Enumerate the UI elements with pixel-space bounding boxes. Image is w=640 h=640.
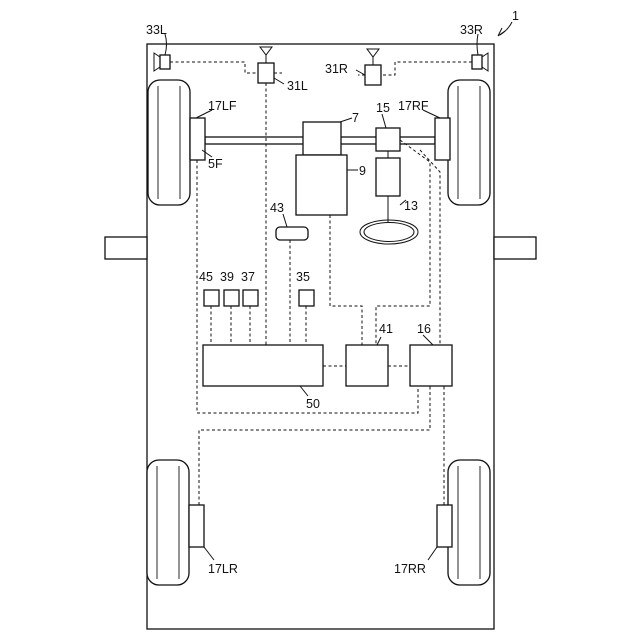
block-50 <box>203 345 323 386</box>
label-17RF: 17RF <box>398 99 429 113</box>
block-39 <box>224 290 239 306</box>
label-17RR: 17RR <box>394 562 426 576</box>
label-5F: 5F <box>208 157 223 171</box>
front-left-wheel <box>148 80 190 205</box>
block-35 <box>299 290 314 306</box>
front-right-wheel <box>448 80 490 205</box>
block-43 <box>276 227 308 240</box>
label-35: 35 <box>296 270 310 284</box>
label-31L: 31L <box>287 79 308 93</box>
label-9: 9 <box>359 164 366 178</box>
label-17LR: 17LR <box>208 562 238 576</box>
label-41: 41 <box>379 322 393 336</box>
label-16: 16 <box>417 322 431 336</box>
label-33L: 33L <box>146 23 167 37</box>
rear-left-wheel <box>147 460 189 585</box>
label-43: 43 <box>270 201 284 215</box>
label-37: 37 <box>241 270 255 284</box>
sensor-17RR <box>437 505 452 547</box>
label-15: 15 <box>376 101 390 115</box>
label-17LF: 17LF <box>208 99 237 113</box>
block-37 <box>243 290 258 306</box>
block-9 <box>296 155 347 215</box>
block-41 <box>346 345 388 386</box>
left-mirror <box>105 237 147 259</box>
block-7 <box>303 122 341 155</box>
label-39: 39 <box>220 270 234 284</box>
sensor-17RF <box>435 118 450 160</box>
label-50: 50 <box>306 397 320 411</box>
label-figure-ref: 1 <box>512 9 519 23</box>
sensor-17LF <box>190 118 205 160</box>
block-16 <box>410 345 452 386</box>
rear-right-wheel <box>448 460 490 585</box>
steering-column <box>376 158 400 196</box>
label-31R: 31R <box>325 62 348 76</box>
block-45 <box>204 290 219 306</box>
sensor-17LR <box>189 505 204 547</box>
right-mirror <box>494 237 536 259</box>
block-15 <box>376 128 400 151</box>
label-7: 7 <box>352 111 359 125</box>
label-33R: 33R <box>460 23 483 37</box>
label-45: 45 <box>199 270 213 284</box>
label-13: 13 <box>404 199 418 213</box>
